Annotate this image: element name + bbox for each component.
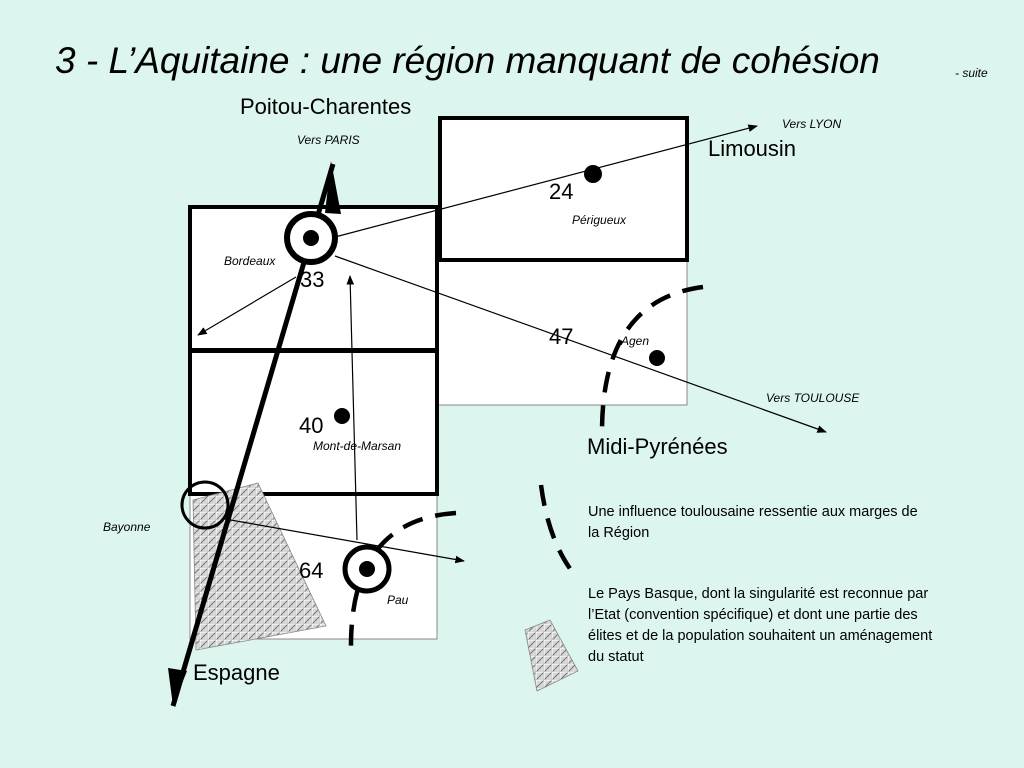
legend-text-toulouse-influence: Une influence toulousaine ressentie aux … bbox=[588, 504, 918, 541]
department-24-box bbox=[438, 116, 689, 262]
region-label-midi-pyrenees: Midi-Pyrénées bbox=[587, 434, 728, 459]
pau-dot bbox=[359, 561, 375, 577]
city-label-mont-de-marsan: Mont-de-Marsan bbox=[313, 439, 402, 453]
department-number-64: 64 bbox=[299, 558, 324, 583]
department-number-47: 47 bbox=[549, 324, 574, 349]
bordeaux-dot bbox=[303, 230, 319, 246]
department-number-40: 40 bbox=[299, 413, 324, 438]
arrowhead-vers-paris bbox=[325, 161, 341, 214]
slide-title-suffix: - suite bbox=[955, 66, 988, 80]
agen-dot bbox=[649, 350, 665, 366]
direction-label-lyon: Vers LYON bbox=[782, 117, 842, 131]
mont-de-marsan-dot bbox=[334, 408, 350, 424]
perigueux-dot bbox=[584, 165, 602, 183]
slide-title: 3 - L’Aquitaine : une région manquant de… bbox=[55, 40, 880, 81]
department-40-box bbox=[188, 349, 439, 496]
arrow-vers-toulouse bbox=[334, 255, 827, 433]
city-label-bordeaux: Bordeaux bbox=[224, 254, 276, 268]
city-label-perigueux: Périgueux bbox=[572, 213, 627, 227]
city-label-pau: Pau bbox=[387, 593, 409, 607]
region-label-poitou-charentes: Poitou-Charentes bbox=[240, 94, 412, 119]
city-label-agen: Agen bbox=[621, 334, 650, 348]
arrowhead-vers-espagne bbox=[168, 668, 187, 706]
department-number-24: 24 bbox=[549, 179, 574, 204]
legend-text-pays-basque: Le Pays Basque, dont la singularité est … bbox=[588, 586, 933, 665]
arrow-bayonne-to-east bbox=[224, 518, 465, 564]
direction-label-toulouse: Vers TOULOUSE bbox=[766, 391, 860, 405]
legend-dashed-arc bbox=[538, 484, 573, 572]
city-label-bayonne: Bayonne bbox=[103, 520, 151, 534]
department-number-33: 33 bbox=[300, 267, 325, 292]
department-47-box bbox=[437, 259, 688, 406]
direction-label-paris: Vers PARIS bbox=[297, 133, 360, 147]
arrow-pau-to-bordeaux bbox=[346, 275, 358, 541]
region-label-espagne: Espagne bbox=[193, 660, 280, 685]
arrow-vers-lyon bbox=[334, 124, 758, 238]
bayonne-ring-marker bbox=[180, 480, 230, 530]
arrow-to-west bbox=[197, 276, 297, 336]
region-label-limousin: Limousin bbox=[708, 136, 797, 161]
legend-hatched-symbol bbox=[524, 619, 579, 692]
